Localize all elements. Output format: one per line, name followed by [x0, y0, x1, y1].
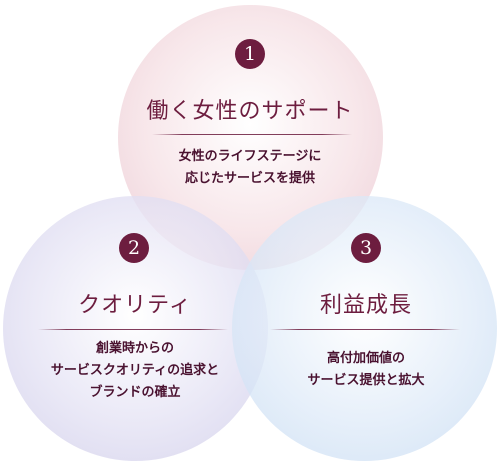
item-2-line-2: サービスクオリティの追求と: [50, 363, 220, 378]
item-3-description: 高付加価値の サービス提供と拡大: [266, 348, 466, 392]
item-3-line-1: 高付加価値の: [326, 351, 405, 366]
item-1-description: 女性のライフステージに 応じたサービスを提供: [150, 146, 350, 190]
item-3-line-2: サービス提供と拡大: [307, 373, 425, 388]
number-badge-2: 2: [119, 233, 149, 263]
number-badge-1: 1: [235, 39, 265, 69]
item-1-title: 働く女性のサポート: [146, 99, 354, 124]
item-2-line-3: ブランドの確立: [89, 385, 181, 400]
item-1-line-2: 応じたサービスを提供: [184, 171, 315, 186]
item-1-line-1: 女性のライフステージに: [178, 149, 322, 164]
item-2-divider: [38, 329, 228, 330]
item-3-title: 利益成長: [319, 293, 412, 318]
item-1-divider: [152, 134, 352, 135]
item-3-divider: [270, 329, 460, 330]
item-2-line-1: 創業時からの: [95, 341, 174, 356]
item-2-title: クオリティ: [78, 293, 192, 318]
item-2-description: 創業時からの サービスクオリティの追求と ブランドの確立: [35, 338, 235, 404]
number-badge-3: 3: [351, 233, 381, 263]
